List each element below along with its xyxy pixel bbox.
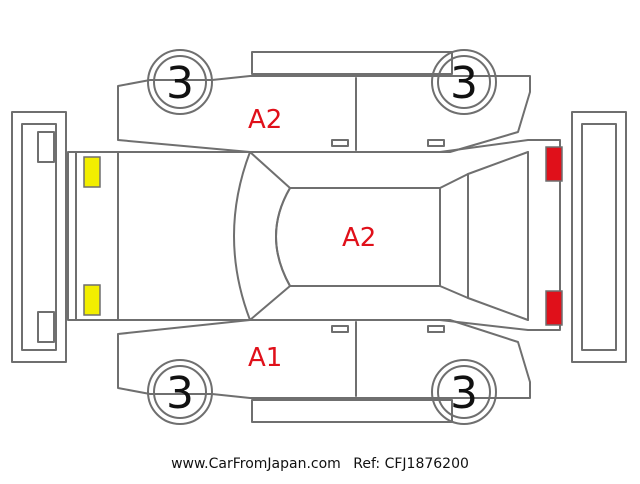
damage-lower-side: A1	[248, 343, 282, 373]
front-light-top	[83, 156, 101, 188]
front-light-bottom	[83, 284, 101, 316]
wheel-front-right-inner	[153, 365, 207, 419]
roof-panel	[275, 187, 441, 287]
rear-window	[439, 173, 469, 299]
body-outline	[67, 139, 561, 331]
wheel-front-right-grade: 3	[166, 368, 194, 419]
wheel-rear-right-grade: 3	[450, 368, 478, 419]
wheel-rear-left-grade: 3	[450, 58, 478, 109]
rear-bumper	[571, 111, 627, 363]
upper-roof-rail	[251, 51, 453, 75]
upper-rear-handle	[427, 139, 445, 147]
front-bumper	[11, 111, 67, 363]
damage-roof: A2	[342, 223, 376, 253]
windshield	[233, 151, 291, 321]
lower-roof-rail	[251, 399, 453, 423]
upper-front-handle	[331, 139, 349, 147]
front-bumper-clip-top	[37, 131, 55, 163]
footer-website: www.CarFromJapan.com	[171, 456, 341, 472]
rear-light-top	[545, 146, 563, 182]
lower-front-handle	[331, 325, 349, 333]
upper-side-profile	[117, 75, 531, 153]
wheel-front-left-inner	[153, 55, 207, 109]
footer-reference: Ref: CFJ1876200	[353, 456, 469, 472]
damage-upper-side: A2	[248, 105, 282, 135]
lower-rear-handle	[427, 325, 445, 333]
wheel-rear-right-inner	[437, 365, 491, 419]
front-bumper-clip-bottom	[37, 311, 55, 343]
rear-deck-line-2	[467, 297, 529, 321]
wheel-front-left	[147, 49, 213, 115]
lower-side-profile	[117, 319, 531, 399]
footer: www.CarFromJapan.com Ref: CFJ1876200	[0, 456, 640, 472]
wheel-rear-right	[431, 359, 497, 425]
rear-light-bottom	[545, 290, 563, 326]
wheel-front-right	[147, 359, 213, 425]
rear-deck-line	[467, 151, 529, 175]
wheel-rear-left	[431, 49, 497, 115]
wheel-rear-left-inner	[437, 55, 491, 109]
wheel-front-left-grade: 3	[166, 58, 194, 109]
